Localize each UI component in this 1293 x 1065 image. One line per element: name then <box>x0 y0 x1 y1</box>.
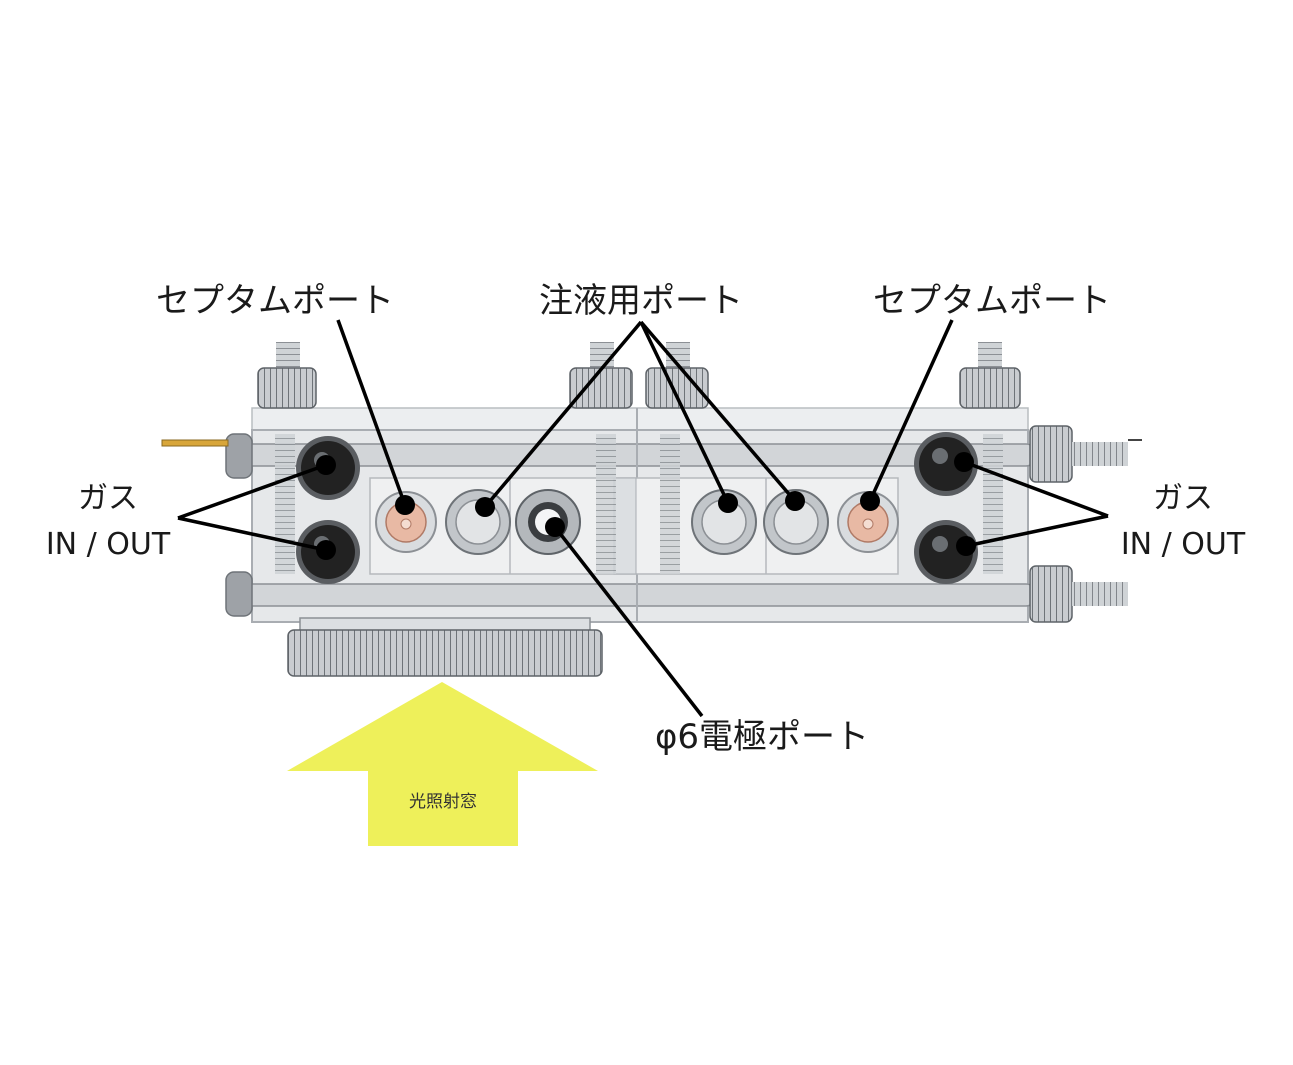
screw-icon <box>257 342 317 409</box>
injection-port-icon <box>763 489 829 555</box>
arrow-icon <box>287 682 598 846</box>
leader-lines <box>177 319 1109 718</box>
labels: セプタムポート 注液用ポート セプタムポート ガス IN / OUT ガス IN… <box>46 281 1246 757</box>
injection-port-icon <box>691 489 757 555</box>
label-electrode: φ6電極ポート <box>655 717 869 757</box>
label-septum-left: セプタムポート <box>156 281 394 321</box>
screw-icon <box>1029 425 1142 483</box>
label-gas-left-2: IN / OUT <box>46 527 171 562</box>
top-screws <box>257 342 1021 409</box>
label-gas-right-2: IN / OUT <box>1121 527 1246 562</box>
gas-port-icon <box>914 432 978 496</box>
screw-icon <box>1029 565 1128 623</box>
leader-dots <box>316 452 976 560</box>
label-injection: 注液用ポート <box>539 281 743 321</box>
label-gas-right-1: ガス <box>1153 481 1213 516</box>
ports <box>375 489 899 555</box>
screw-icon <box>569 342 633 409</box>
side-screws <box>1029 425 1142 623</box>
cell-body <box>161 407 1037 623</box>
injection-port-icon <box>445 489 511 555</box>
light-window-arrow: 光照射窓 <box>287 682 598 846</box>
label-gas-left-1: ガス <box>78 481 138 516</box>
screw-icon <box>645 342 709 409</box>
window-ring <box>287 617 603 677</box>
septum-port-icon <box>375 491 437 553</box>
gas-port-icon <box>914 520 978 584</box>
window-label: 光照射窓 <box>409 792 477 812</box>
septum-port-icon <box>837 491 899 553</box>
screw-icon <box>959 342 1021 409</box>
label-septum-right: セプタムポート <box>873 281 1111 321</box>
